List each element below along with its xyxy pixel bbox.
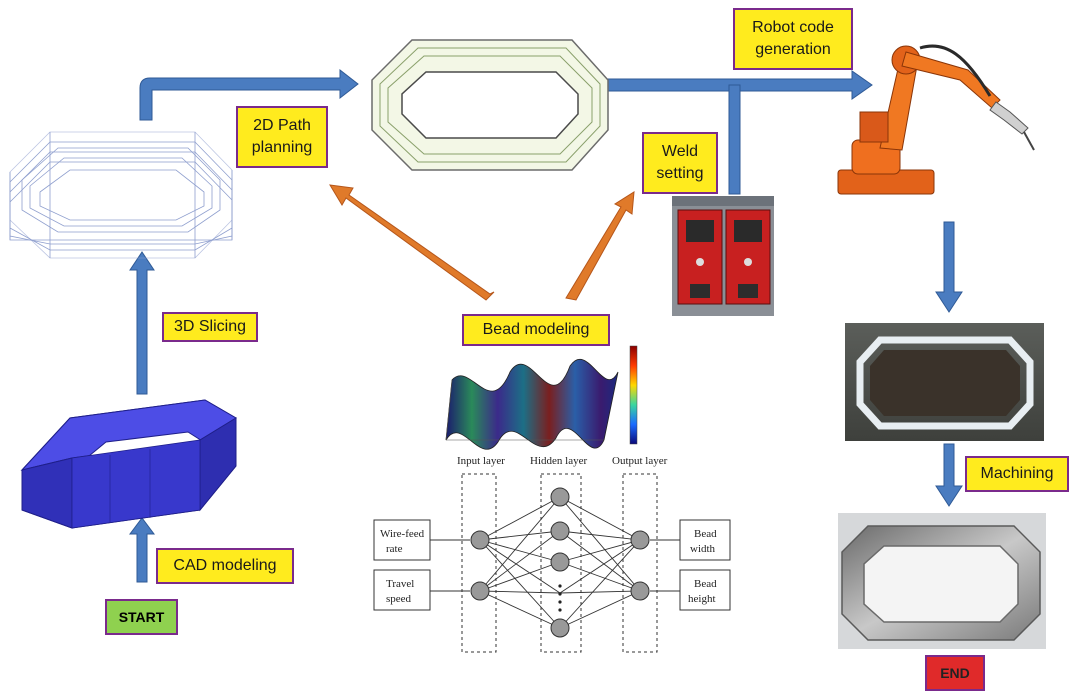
machined-part-photo: [838, 513, 1046, 649]
cad-solid-model: [20, 399, 237, 529]
input-layer-title: Input layer: [457, 455, 505, 467]
label-bead-modeling-text: Bead modeling: [482, 321, 590, 338]
label-machining-text: Machining: [980, 465, 1054, 482]
input-travel-speed-line2: speed: [386, 593, 412, 605]
end-node-text: END: [940, 665, 970, 681]
arrow-start-to-cad: [129, 517, 155, 583]
arrow-part-to-machined: [935, 443, 963, 507]
arrow-cad-to-slicing: [129, 251, 155, 395]
input-wire-feed-line1: Wire-feed: [380, 528, 425, 540]
welding-machine-photo: [672, 196, 774, 316]
label-2d-path-planning: 2D Path planning: [236, 106, 328, 168]
label-cad-modeling-text: CAD modeling: [173, 557, 277, 574]
label-cad-modeling: CAD modeling: [156, 548, 294, 584]
arrow-slicing-to-path: [139, 68, 359, 121]
output-bead-height-line2: height: [688, 593, 716, 605]
arrow-weld-to-robot: [728, 84, 741, 195]
nn-nodes: [470, 487, 650, 638]
label-robot-code-generation: Robot code generation: [733, 8, 853, 70]
input-box-travel-speed: [373, 569, 431, 611]
nn-ellipsis: [558, 584, 562, 612]
input-wire-feed-line2: rate: [386, 543, 403, 555]
sliced-layers-model: [9, 131, 233, 259]
flow-arrows: [129, 68, 963, 583]
neural-network: Input layer Hidden layer Output layer Wi…: [373, 455, 731, 653]
arrow-robot-to-part: [935, 221, 963, 313]
colorbar: [629, 345, 638, 445]
bead-arrows: [329, 184, 635, 301]
output-layer-box: [622, 473, 658, 653]
end-node: END: [925, 655, 985, 691]
hidden-layer-title: Hidden layer: [530, 455, 587, 467]
input-box-wire-feed: [373, 519, 431, 561]
label-bead-modeling: Bead modeling: [462, 314, 610, 346]
start-node-text: START: [118, 609, 165, 625]
output-bead-width-line1: Bead: [694, 528, 717, 540]
label-weld-setting: Weld setting: [642, 132, 718, 194]
input-layer-box: [461, 473, 497, 653]
output-bead-width-line2: width: [690, 543, 716, 555]
nn-connections: [430, 496, 680, 629]
label-weld-setting-text: Weld setting: [656, 143, 704, 182]
deposited-part-photo: [845, 323, 1044, 441]
output-box-bead-height: [679, 569, 731, 611]
label-machining: Machining: [965, 456, 1069, 492]
output-layer-title: Output layer: [612, 455, 668, 467]
label-3d-slicing-text: 3D Slicing: [173, 318, 247, 335]
label-2d-path-planning-text: 2D Path planning: [251, 117, 313, 156]
output-bead-height-line1: Bead: [694, 578, 717, 590]
bead-surface-plot: [445, 345, 638, 450]
path-planning-octagon: [371, 39, 609, 171]
hidden-layer-box: [540, 473, 582, 653]
start-node: START: [105, 599, 178, 635]
industrial-robot-arm: [837, 44, 1035, 195]
label-3d-slicing: 3D Slicing: [162, 312, 258, 342]
arrow-bead-to-weld: [565, 191, 635, 301]
arrow-bead-to-path: [329, 184, 495, 301]
output-box-bead-width: [679, 519, 731, 561]
label-robot-code-generation-text: Robot code generation: [752, 19, 834, 58]
input-travel-speed-line1: Travel: [386, 578, 414, 590]
